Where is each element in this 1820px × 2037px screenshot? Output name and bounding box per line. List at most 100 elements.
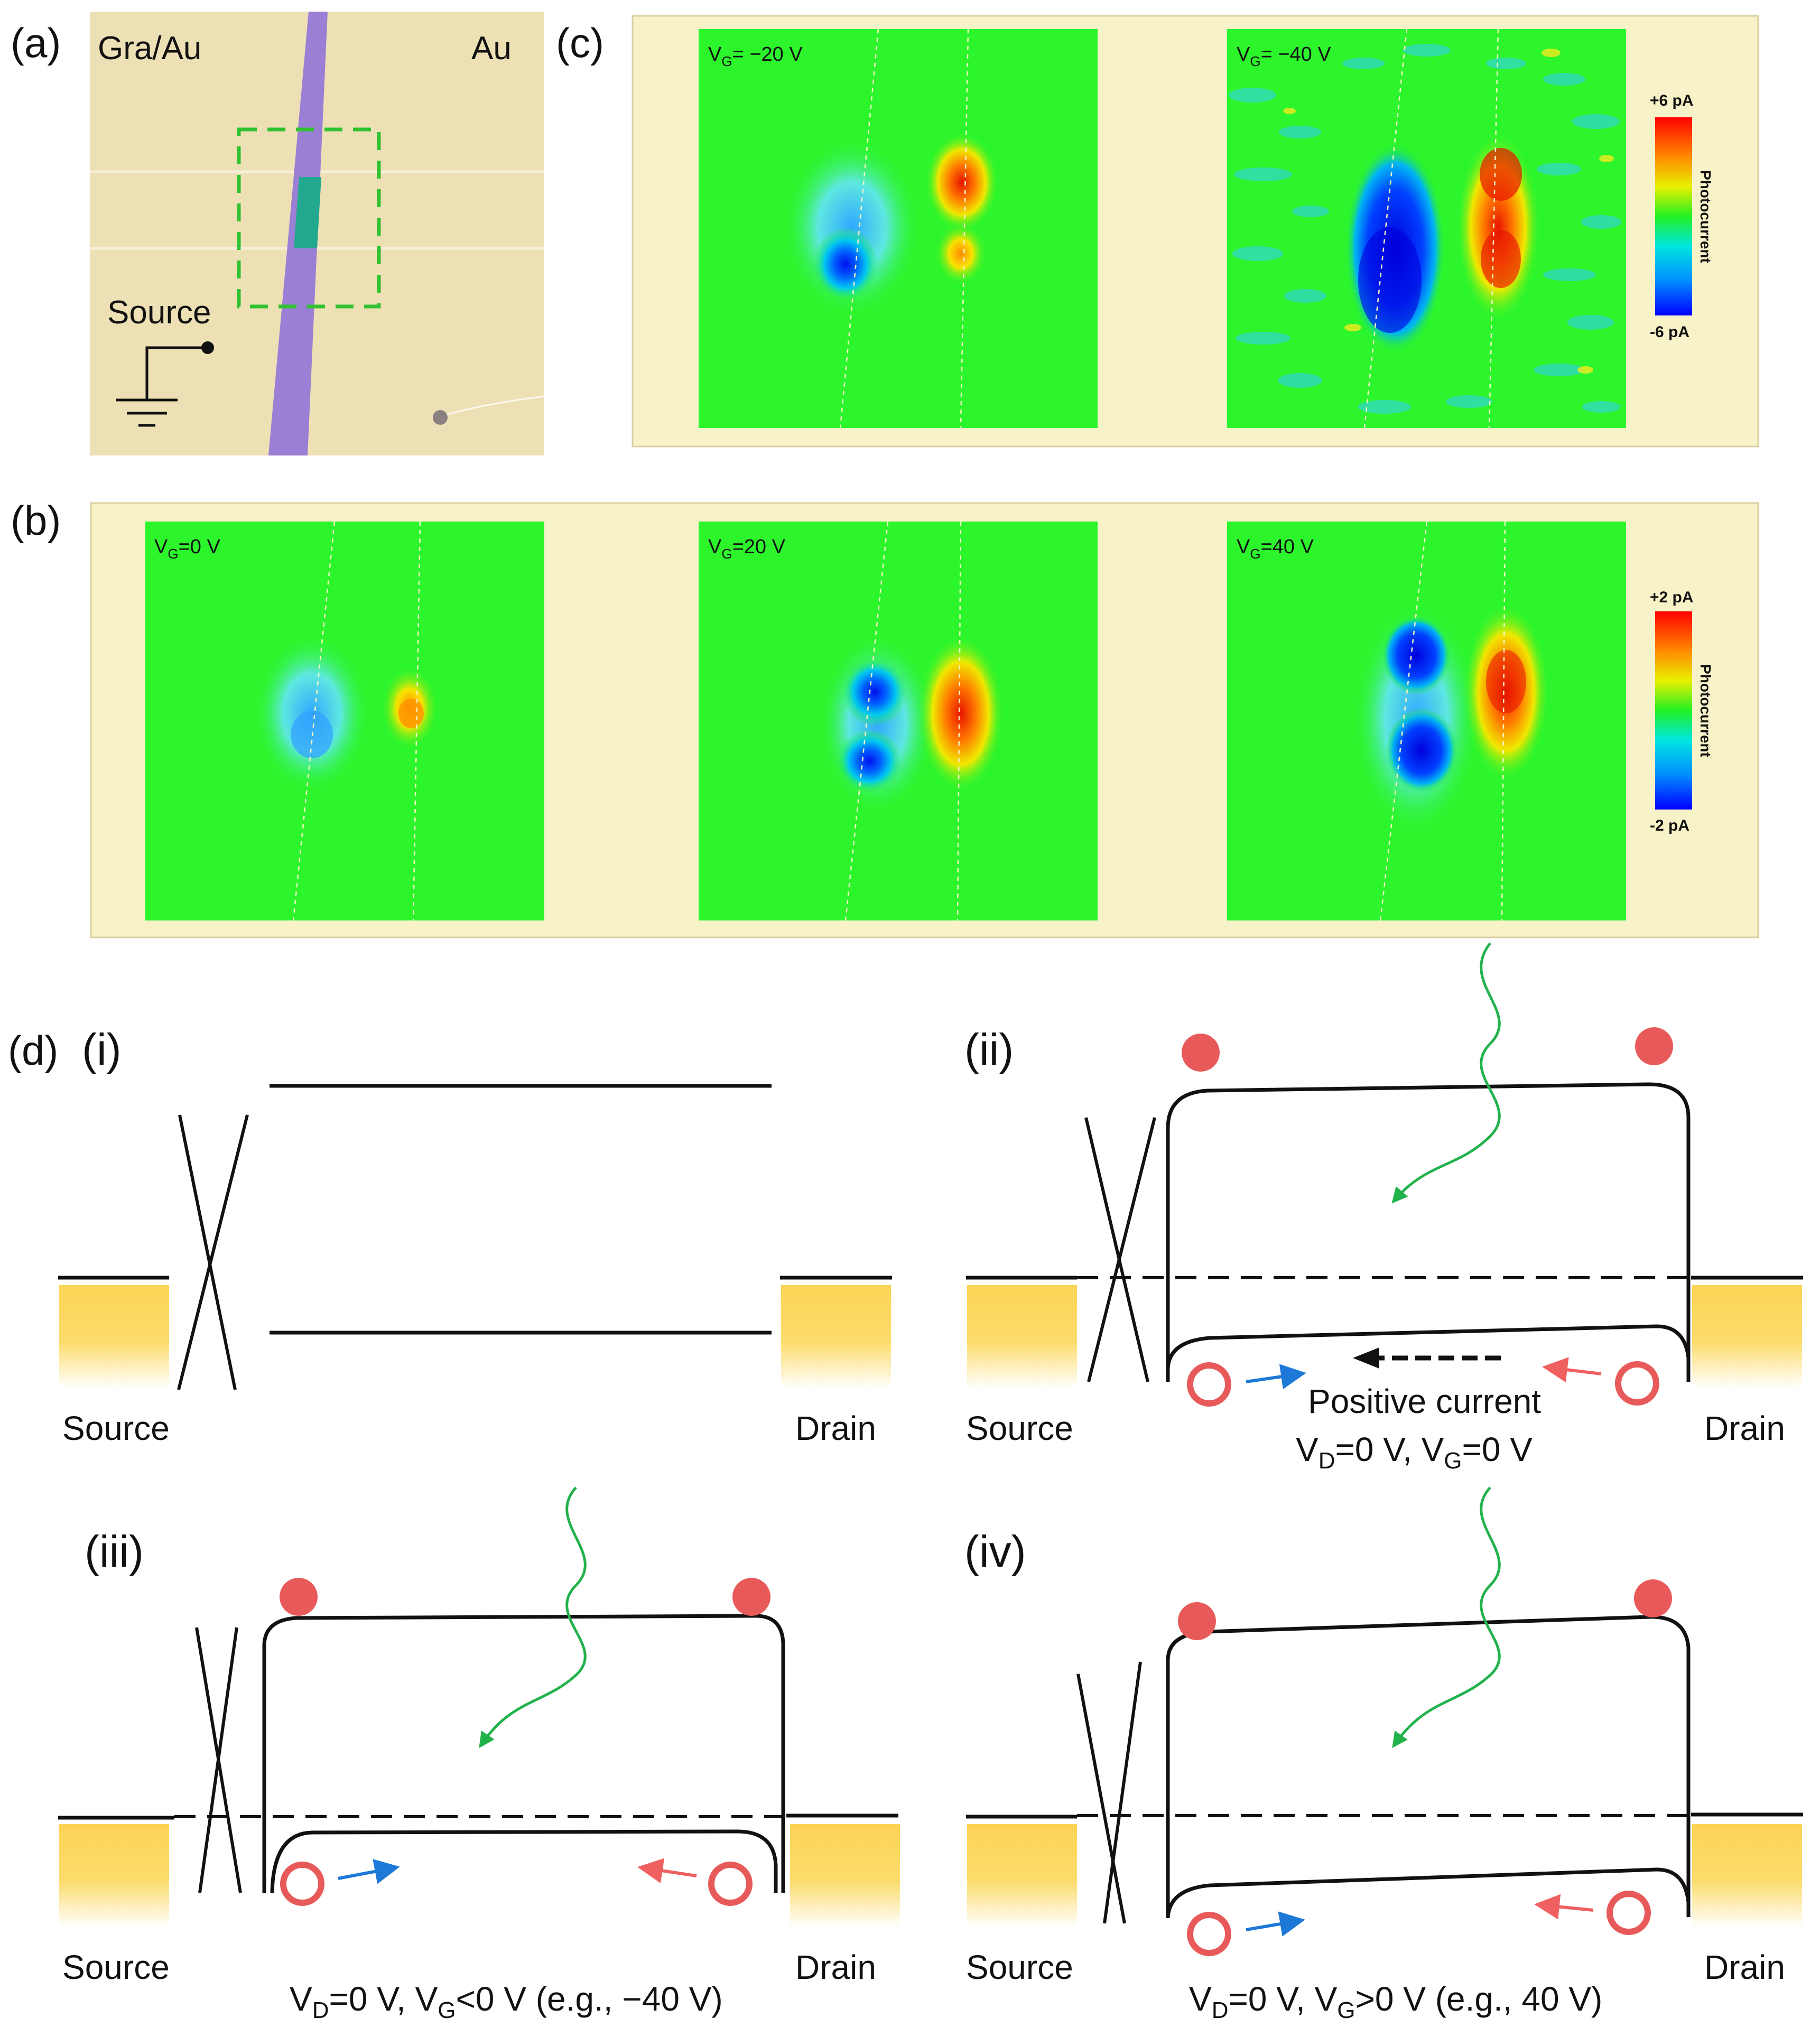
subpanel-label-iii: (iii) [85, 1527, 144, 1576]
electron [732, 1578, 770, 1616]
electrode-edge [412, 521, 421, 921]
band-diagram-i: (i) Source Drain [58, 1025, 892, 1447]
gate-voltage-label: VG= −20 V [708, 43, 803, 69]
channel-region [294, 177, 321, 248]
valence-band [1166, 1867, 1691, 1919]
band-diagram-iii: (iii) VD=0 V, VG<0 V (e.g., −40 V) Sourc… [58, 1486, 900, 2023]
panel-label-d: (d) [8, 1027, 58, 1074]
electrode-edge [960, 29, 969, 429]
negative-photocurrent-spot [842, 658, 907, 727]
positive-current-label: Positive current [1308, 1382, 1541, 1420]
source-label: Source [62, 1409, 170, 1447]
negative-photocurrent-spot [813, 227, 878, 301]
hole [1187, 1912, 1231, 1956]
gate-voltage-label: VG= −40 V [1237, 43, 1331, 69]
colorbar-gradient [1655, 611, 1692, 810]
valence-band [1166, 1324, 1691, 1369]
au-label: Au [471, 30, 512, 67]
band-diagram-ii: (ii) Positive current VD=0 V, VG=0 V Sou… [964, 942, 1803, 1474]
positive-photocurrent-spot [917, 634, 1004, 793]
photocurrent-map-c1: VG= −20 V [699, 29, 1098, 429]
gate-voltage-label: VG=0 V [154, 536, 220, 562]
photocurrent-map-c2: VG= −40 V [1227, 29, 1626, 429]
probe-spot [433, 410, 448, 425]
panel-a: (a) Gra/Au Au Source [11, 12, 545, 455]
subpanel-label-i: (i) [82, 1025, 122, 1074]
hole [708, 1862, 753, 1906]
colorbar-b: +2 pA -2 pA Photocurrent [1650, 589, 1714, 834]
positive-photocurrent-core [1486, 650, 1526, 713]
positive-photocurrent-core [1481, 230, 1521, 288]
source-metal [967, 1285, 1077, 1388]
electron [1182, 1034, 1220, 1072]
hole [280, 1862, 324, 1906]
photon-wave [479, 1486, 587, 1748]
positive-photocurrent-spot [934, 222, 987, 285]
hole-drift-arrow [1534, 1894, 1594, 1920]
negative-photocurrent-core [1358, 227, 1422, 333]
conduction-band [1166, 1082, 1691, 1382]
graphene-dirac-cone [1076, 1673, 1126, 1924]
colorbar-min: -2 pA [1650, 817, 1689, 834]
negative-photocurrent-spot [837, 729, 902, 793]
electrode-edge [1501, 521, 1506, 921]
panel-label-c: (c) [556, 20, 604, 66]
panel-b: (b) VG=0 V VG=20 V [11, 497, 1759, 938]
subpanel-label-iv: (iv) [964, 1527, 1026, 1576]
electrode-edge [957, 521, 962, 921]
conduction-band [262, 1614, 785, 1893]
source-label: Source [107, 294, 211, 331]
electron [1634, 1579, 1672, 1617]
drain-metal [781, 1285, 891, 1388]
gra-au-label: Gra/Au [98, 30, 201, 67]
source-label: Source [966, 1409, 1073, 1447]
photocurrent-map-b2: VG=20 V [699, 521, 1098, 921]
hole-drift-arrow [637, 1858, 697, 1884]
photocurrent-map-b3: VG=40 V [1227, 521, 1626, 921]
condition-label: VD=0 V, VG<0 V (e.g., −40 V) [290, 1980, 723, 2023]
drain-label: Drain [1704, 1948, 1785, 1986]
colorbar-min: -6 pA [1650, 323, 1689, 341]
noise-texture [1229, 44, 1621, 414]
colorbar-max: +6 pA [1650, 92, 1694, 109]
electron [280, 1578, 318, 1616]
colorbar-max: +2 pA [1650, 589, 1694, 606]
electron [1178, 1602, 1216, 1640]
positive-photocurrent-spot [925, 132, 999, 232]
panel-label-a: (a) [11, 20, 61, 66]
drain-metal [1692, 1285, 1802, 1388]
photon-wave [1391, 942, 1501, 1204]
hole-drift-arrow [338, 1859, 400, 1884]
electrode-edge [1488, 29, 1499, 429]
noise-texture-warm [1283, 49, 1614, 374]
ground-symbol [116, 346, 206, 427]
subpanel-label-ii: (ii) [964, 1025, 1014, 1074]
hole-drift-arrow [1246, 1911, 1305, 1937]
graphene-dirac-cone [178, 1114, 237, 1390]
source-metal [967, 1824, 1077, 1927]
photon-wave [1392, 1486, 1501, 1748]
valence-band [270, 1829, 778, 1893]
panel-c: (c) VG= −20 V [556, 15, 1759, 448]
drain-metal [790, 1824, 900, 1927]
source-label: Source [62, 1948, 170, 1986]
contact-dot [201, 341, 214, 354]
conduction-band [1166, 1615, 1691, 1918]
colorbar-title: Photocurrent [1697, 664, 1714, 757]
negative-photocurrent-spot [291, 711, 333, 758]
wire-trace [438, 395, 545, 418]
drain-label: Drain [1704, 1409, 1785, 1447]
hole-drift-arrow [1542, 1357, 1602, 1383]
current-arrowhead [1353, 1347, 1379, 1369]
hole [1615, 1361, 1659, 1406]
drain-label: Drain [795, 1948, 876, 1986]
photocurrent-map-b1: VG=0 V [145, 521, 544, 921]
graphene-dirac-cone [198, 1627, 238, 1893]
graphene-dirac-cone [1087, 1117, 1156, 1382]
dashed-box [237, 127, 381, 309]
source-metal [59, 1285, 169, 1388]
colorbar-gradient [1655, 117, 1692, 315]
condition-label: VD=0 V, VG>0 V (e.g., 40 V) [1189, 1980, 1602, 2023]
source-label: Source [966, 1948, 1073, 1986]
